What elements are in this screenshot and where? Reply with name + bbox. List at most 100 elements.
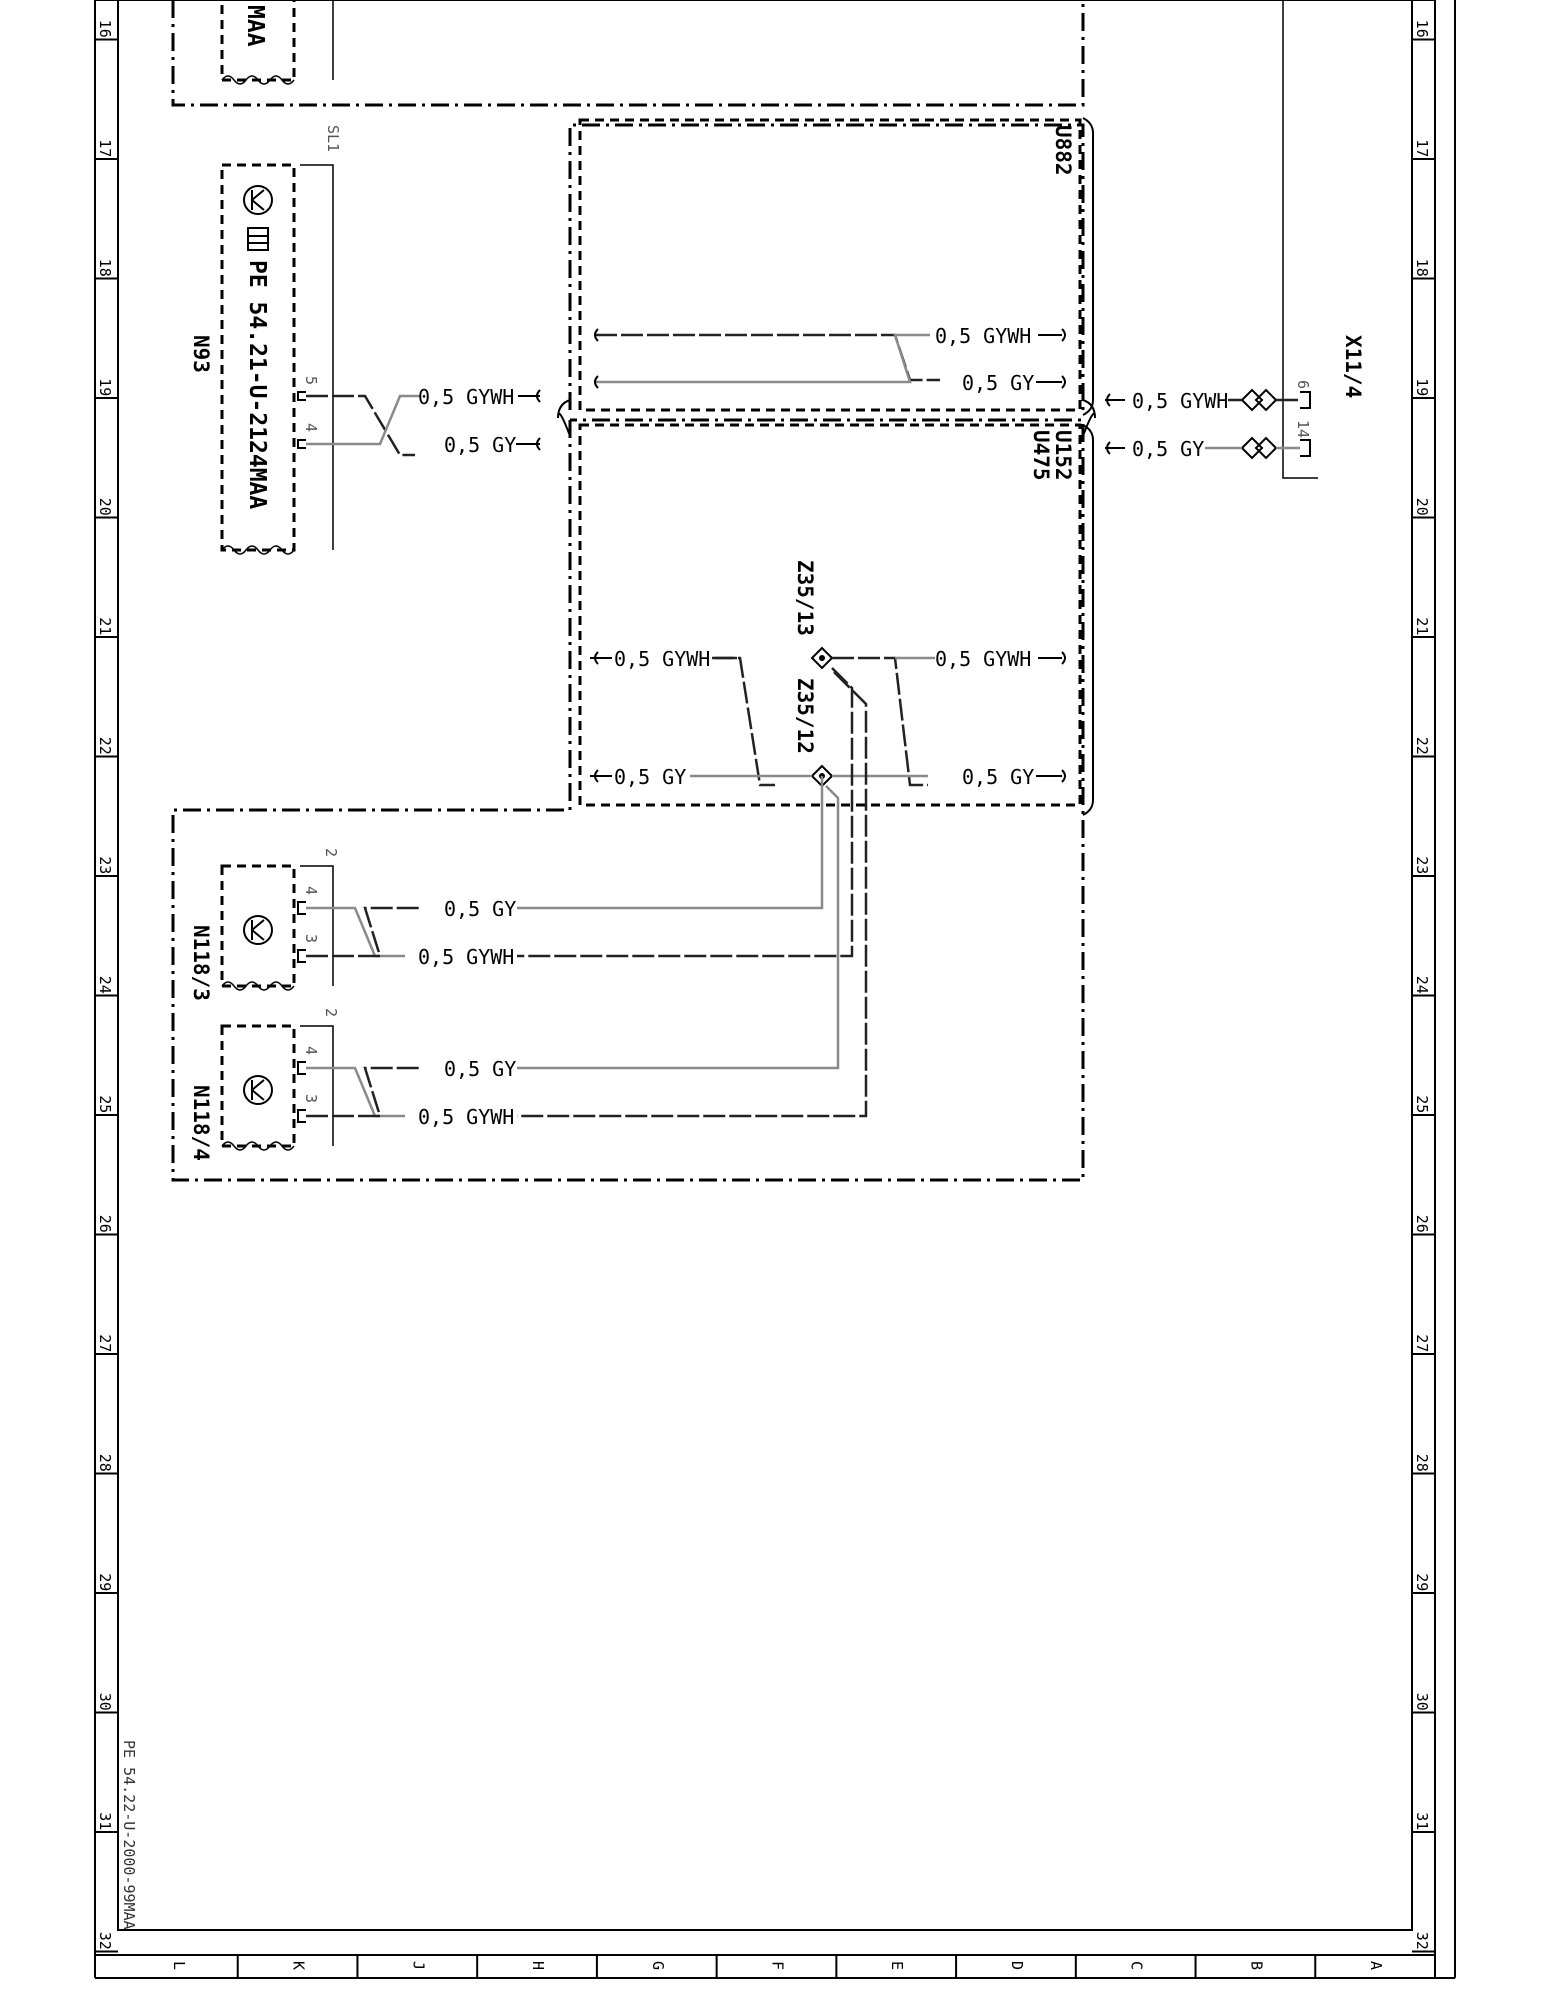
- u152-label: U152: [1051, 430, 1075, 481]
- n118-4-pin-2: 2: [322, 1008, 340, 1017]
- row-label: 22: [1413, 737, 1431, 755]
- row-label: 27: [96, 1334, 114, 1352]
- wire-n93-pin4-gy: [306, 394, 420, 446]
- document-id: PE 54.22-U-2000-99MAA: [120, 1740, 138, 1930]
- n93-part-number: PE 54.21-U-2124MAA: [244, 260, 270, 509]
- transistor-icon: [243, 1075, 273, 1105]
- row-label: 28: [1413, 1454, 1431, 1472]
- wire-label-n93-gywh: 0,5 GYWH: [418, 385, 514, 409]
- wire-n118-3-gy: [306, 906, 405, 958]
- wire-u882-gy: [595, 333, 930, 384]
- n93-label: N93: [189, 335, 213, 373]
- row-label: 21: [1413, 617, 1431, 635]
- n118-3-pin-4: 4: [302, 886, 320, 895]
- wire-label-splice-gywh-left: 0,5 GYWH: [614, 647, 710, 671]
- row-label: 27: [1413, 1334, 1431, 1352]
- row-label: 32: [96, 1932, 114, 1950]
- n118-4-pin-3: 3: [302, 1094, 320, 1103]
- component-n118-4: 2 4 3 N118/4: [189, 1008, 340, 1161]
- wire-n118-4-gy: [306, 1066, 405, 1118]
- n93-pin-4: 4: [302, 423, 320, 432]
- row-ruler-right: 16 17 18 19 20 21 22 23 24 25 26 27 28 29 30 31 32: [1412, 20, 1435, 1953]
- connector-arrow-icon: [1240, 388, 1278, 412]
- column-label: L: [170, 1961, 188, 1970]
- transistor-icon: [243, 185, 273, 215]
- splice-z35-13: Z35/13: [793, 560, 834, 670]
- wire-n118-3-gywh: [306, 906, 420, 958]
- component-n93: SL1 PE 54.21-U-2124MAA N93 5 4: [189, 125, 342, 555]
- row-label: 19: [1413, 378, 1431, 396]
- row-label: 32: [1413, 1932, 1431, 1950]
- wire-label-u882-gy: 0,5 GY: [962, 371, 1034, 395]
- connector-x11-4: X11/4 6 14: [1240, 0, 1365, 479]
- wire-n93-pin5-gywh: [306, 394, 415, 457]
- z35-12-label: Z35/12: [793, 678, 817, 754]
- x11-4-label: X11/4: [1341, 335, 1365, 398]
- column-label: B: [1247, 1961, 1265, 1970]
- row-label: 31: [96, 1812, 114, 1830]
- row-label: 16: [1413, 20, 1431, 38]
- row-label: 30: [96, 1693, 114, 1711]
- column-label: J: [409, 1961, 427, 1970]
- n118-3-pin-2: 2: [322, 848, 340, 857]
- row-label: 24: [1413, 976, 1431, 994]
- top-module-part-label: MAA: [242, 5, 268, 47]
- row-label: 31: [1413, 1812, 1431, 1830]
- row-label: 25: [1413, 1095, 1431, 1113]
- u475-label: U475: [1029, 430, 1053, 481]
- top-module: MAA: [171, 0, 1085, 107]
- wire-label-x11-gywh: 0,5 GYWH: [1132, 389, 1228, 413]
- row-label: 22: [96, 737, 114, 755]
- row-label: 23: [1413, 856, 1431, 874]
- x11-4-pin-14: 14: [1294, 420, 1312, 438]
- row-label: 30: [1413, 1693, 1431, 1711]
- n118-4-pin-4: 4: [302, 1046, 320, 1055]
- column-label: H: [529, 1961, 547, 1970]
- x11-4-pin-6: 6: [1294, 380, 1312, 389]
- wire-label-splice-gy-right: 0,5 GY: [962, 765, 1034, 789]
- column-label: E: [888, 1961, 906, 1970]
- wire-label-x11-gy: 0,5 GY: [1132, 437, 1204, 461]
- row-label: 26: [96, 1215, 114, 1233]
- row-label: 17: [96, 139, 114, 157]
- wire-label-n118-4-gywh: 0,5 GYWH: [418, 1105, 514, 1129]
- column-label: D: [1008, 1961, 1026, 1970]
- wire-splice-gywh-left: [712, 656, 775, 787]
- n118-3-label: N118/3: [189, 925, 213, 1001]
- column-label: C: [1128, 1961, 1146, 1970]
- row-label: 19: [96, 378, 114, 396]
- row-label: 25: [96, 1095, 114, 1113]
- n118-4-label: N118/4: [189, 1085, 213, 1161]
- wire-splice-gywh: [832, 656, 928, 787]
- splice-z35-12: Z35/12: [793, 678, 834, 788]
- component-n118-3: 2 4 3 N118/3: [189, 848, 340, 1001]
- row-label: 17: [1413, 139, 1431, 157]
- row-label: 18: [96, 259, 114, 277]
- drawing-frame: [94, 0, 1456, 1979]
- row-label: 23: [96, 856, 114, 874]
- u882-label: U882: [1051, 125, 1075, 176]
- wire-u882-gywh: [595, 333, 940, 382]
- n93-pin-5: 5: [302, 376, 320, 385]
- row-label: 26: [1413, 1215, 1431, 1233]
- row-label: 16: [96, 20, 114, 38]
- row-label: 20: [96, 498, 114, 516]
- transistor-icon: [243, 915, 273, 945]
- z35-13-label: Z35/13: [793, 560, 817, 636]
- row-label: 29: [1413, 1573, 1431, 1591]
- wire-label-u882-gywh: 0,5 GYWH: [935, 324, 1031, 348]
- row-label: 18: [1413, 259, 1431, 277]
- row-label: 21: [96, 617, 114, 635]
- row-label: 29: [96, 1573, 114, 1591]
- column-label: A: [1367, 1961, 1385, 1970]
- column-label: K: [290, 1961, 308, 1970]
- row-label: 20: [1413, 498, 1431, 516]
- row-label: 24: [96, 976, 114, 994]
- n118-3-pin-3: 3: [302, 934, 320, 943]
- wire-label-n118-3-gy: 0,5 GY: [444, 897, 516, 921]
- column-label: F: [769, 1961, 787, 1970]
- wire-n118-4-gywh: [306, 1066, 420, 1118]
